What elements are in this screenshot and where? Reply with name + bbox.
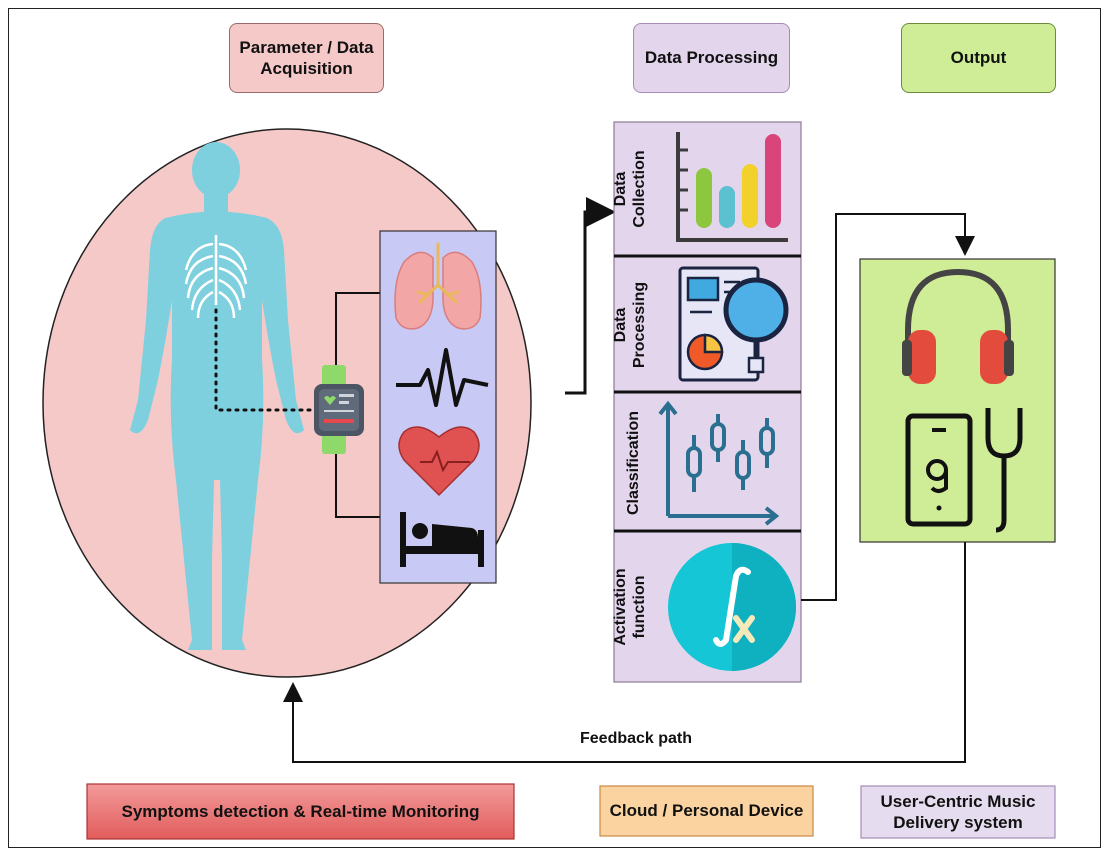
cloud-box (599, 785, 814, 837)
output-header: Output (901, 23, 1056, 93)
music-label: User-Centric Music Delivery system (880, 791, 1036, 832)
music-box (860, 785, 1056, 839)
ribcage-icon (184, 235, 248, 319)
heart-icon (398, 426, 480, 497)
heartbeat-icon (396, 348, 489, 407)
feedback-path-label: Feedback path (580, 730, 693, 747)
cloud-label: Cloud / Personal Device (609, 801, 804, 821)
headphones-icon (902, 268, 1014, 384)
stage4-line2: function (631, 575, 648, 639)
boxplot-icon (658, 400, 780, 526)
symptoms-label: Symptoms detection & Real-time Monitorin… (121, 801, 480, 821)
stage2-line2: Processing (631, 281, 648, 369)
smartwatch-icon (314, 365, 364, 454)
stage1-line2: Collection (631, 150, 648, 228)
stage-activation-label: Activation function (612, 557, 648, 657)
bar-chart-icon (676, 132, 788, 242)
sleep-bed-icon (400, 512, 484, 567)
acquisition-header: Parameter / Data Acquisition (229, 23, 384, 93)
lungs-icon (394, 242, 482, 330)
stage-classification-label: Classification (623, 403, 645, 523)
media-player-stethoscope-icon (905, 408, 1023, 533)
output-panel (859, 258, 1056, 543)
activation-function-icon (668, 543, 796, 671)
human-body-icon (130, 142, 304, 650)
stage1-line1: Data (611, 171, 629, 207)
stage-data-processing-label: Data Processing (612, 275, 648, 375)
symptoms-box (86, 783, 515, 840)
stage-data-collection-label: Data Collection (612, 139, 648, 239)
report-magnifier-icon (678, 266, 789, 382)
stage3-line1: Classification (625, 410, 643, 516)
stage2-line1: Data (611, 307, 629, 343)
processing-header: Data Processing (633, 23, 790, 93)
stage4-line1: Activation (611, 568, 629, 646)
